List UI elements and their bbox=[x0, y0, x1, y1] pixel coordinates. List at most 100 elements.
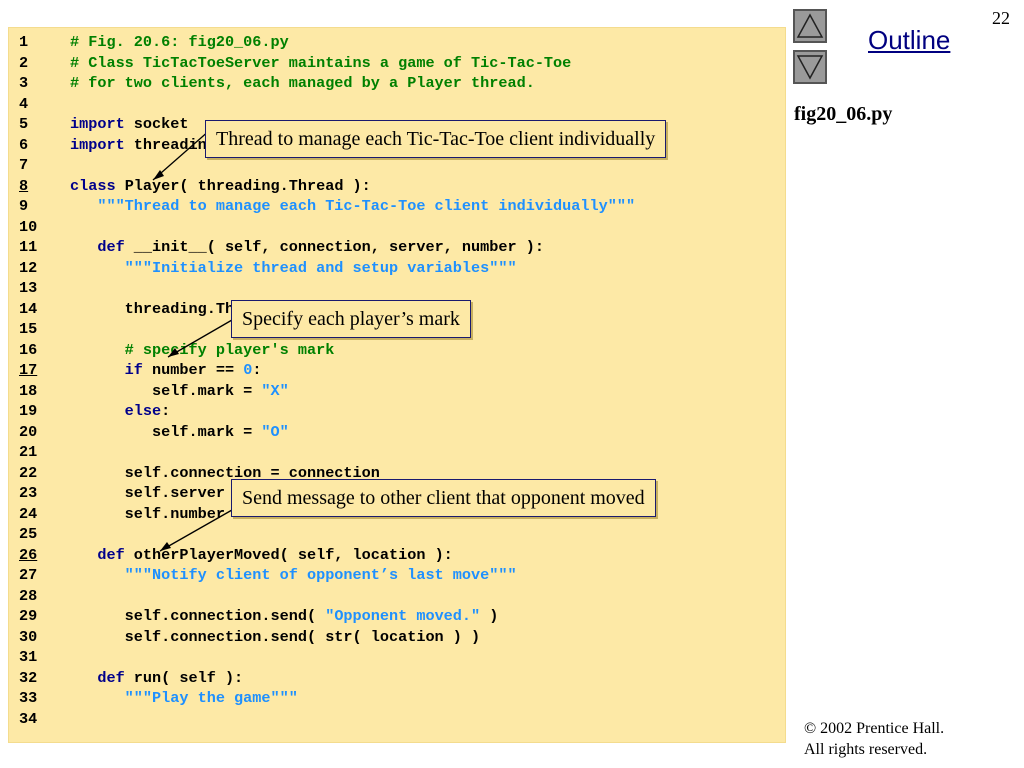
line-number: 28 bbox=[19, 586, 38, 605]
code-token: threading bbox=[124, 135, 216, 154]
code-token: self.connection.send( str( location ) ) bbox=[70, 627, 481, 646]
code-text: self.connection.send( "Opponent moved." … bbox=[70, 606, 499, 626]
line-number: 3 bbox=[19, 74, 29, 92]
line-number: 14 bbox=[19, 299, 38, 318]
code-token: 0 bbox=[243, 361, 253, 379]
next-slide-button[interactable] bbox=[793, 50, 827, 84]
code-token: self.connection.send( bbox=[70, 607, 326, 625]
code-text: if number == 0: bbox=[70, 360, 262, 380]
line-number: 23 bbox=[19, 484, 38, 502]
line-number: 8 bbox=[19, 176, 29, 195]
code-text: # Class TicTacToeServer maintains a game… bbox=[70, 53, 571, 73]
code-token: "O" bbox=[261, 422, 289, 441]
code-token: if bbox=[70, 361, 143, 379]
line-number: 25 bbox=[19, 525, 38, 543]
line-number: 33 bbox=[19, 689, 38, 707]
code-text: # specify player's mark bbox=[70, 340, 335, 360]
line-number: 10 bbox=[19, 217, 38, 236]
code-text: else: bbox=[70, 401, 171, 421]
copyright: © 2002 Prentice Hall. All rights reserve… bbox=[804, 718, 944, 760]
code-token: class bbox=[70, 176, 116, 195]
line-number: 31 bbox=[19, 648, 38, 666]
code-text: """Notify client of opponent’s last move… bbox=[70, 565, 517, 585]
line-number: 1 bbox=[19, 33, 29, 51]
triangle-up-icon bbox=[796, 13, 824, 38]
line-number: 16 bbox=[19, 340, 38, 359]
code-text: import socket bbox=[70, 114, 189, 134]
code-token: import bbox=[70, 135, 125, 154]
line-number: 15 bbox=[19, 320, 38, 338]
code-token: run( self ): bbox=[124, 668, 244, 687]
code-text: import threading bbox=[70, 135, 216, 155]
line-number: 4 bbox=[19, 94, 29, 113]
code-text: self.mark = "X" bbox=[70, 381, 289, 401]
line-number: 11 bbox=[19, 238, 38, 256]
code-text: """Initialize thread and setup variables… bbox=[70, 258, 517, 278]
page-number: 22 bbox=[992, 8, 1010, 28]
code-text: self.mark = "O" bbox=[70, 422, 289, 442]
code-token: number == bbox=[142, 361, 244, 379]
copyright-line-2: All rights reserved. bbox=[804, 741, 928, 758]
code-token: ) bbox=[480, 607, 499, 625]
line-number: 20 bbox=[19, 422, 38, 441]
file-name-label: fig20_06.py bbox=[794, 103, 893, 125]
code-text: def otherPlayerMoved( self, location ): bbox=[70, 545, 453, 565]
line-number: 17 bbox=[19, 361, 38, 379]
line-number: 30 bbox=[19, 627, 38, 646]
code-token: "Opponent moved." bbox=[325, 607, 481, 625]
code-token: self.mark = bbox=[70, 422, 262, 441]
line-number: 32 bbox=[19, 668, 38, 687]
outline-link[interactable]: Outline bbox=[868, 25, 951, 55]
code-text: # for two clients, each managed by a Pla… bbox=[70, 73, 535, 93]
code-token: """Thread to manage each Tic-Tac-Toe cli… bbox=[70, 197, 636, 215]
code-token: "X" bbox=[261, 381, 289, 400]
triangle-down-icon bbox=[796, 55, 824, 80]
code-token: """Play the game""" bbox=[70, 689, 298, 707]
code-token: socket bbox=[124, 115, 189, 133]
code-text: self.connection.send( str( location ) ) bbox=[70, 627, 480, 647]
code-text: class Player( threading.Thread ): bbox=[70, 176, 371, 196]
code-token: otherPlayerMoved( self, location ): bbox=[124, 545, 453, 564]
line-number: 13 bbox=[19, 279, 38, 297]
code-token: __init__( self, connection, server, numb… bbox=[124, 238, 544, 256]
previous-slide-button[interactable] bbox=[793, 9, 827, 43]
code-token: : bbox=[252, 361, 262, 379]
line-number: 18 bbox=[19, 381, 38, 400]
callout-mark: Specify each player’s mark bbox=[231, 300, 471, 338]
code-token: self.connection = connection bbox=[70, 463, 380, 482]
line-number: 2 bbox=[19, 53, 29, 72]
code-text: """Play the game""" bbox=[70, 688, 298, 708]
code-token: # for two clients, each managed by a Pla… bbox=[70, 74, 535, 92]
code-token: Player( threading.Thread ): bbox=[115, 176, 371, 195]
line-number: 34 bbox=[19, 709, 38, 728]
code-text: self.connection = connection bbox=[70, 463, 380, 483]
code-text: def run( self ): bbox=[70, 668, 243, 688]
line-number: 6 bbox=[19, 135, 29, 154]
code-token: # specify player's mark bbox=[70, 340, 335, 359]
code-text: """Thread to manage each Tic-Tac-Toe cli… bbox=[70, 196, 635, 216]
code-token: : bbox=[161, 402, 171, 420]
copyright-line-1: © 2002 Prentice Hall. bbox=[804, 720, 945, 737]
line-number: 27 bbox=[19, 566, 38, 584]
line-number: 12 bbox=[19, 258, 38, 277]
line-number: 7 bbox=[19, 156, 29, 174]
line-number: 5 bbox=[19, 115, 29, 133]
code-text: def __init__( self, connection, server, … bbox=[70, 237, 544, 257]
callout-send: Send message to other client that oppone… bbox=[231, 479, 656, 517]
code-token: def bbox=[70, 238, 125, 256]
code-token: else bbox=[70, 402, 162, 420]
line-number: 29 bbox=[19, 607, 38, 625]
line-number: 21 bbox=[19, 443, 38, 461]
line-number: 9 bbox=[19, 197, 29, 215]
line-number: 26 bbox=[19, 545, 38, 564]
line-number: 22 bbox=[19, 463, 38, 482]
code-token: def bbox=[70, 545, 125, 564]
code-token: # Class TicTacToeServer maintains a game… bbox=[70, 53, 572, 72]
code-token: """Notify client of opponent’s last move… bbox=[70, 566, 517, 584]
code-text: # Fig. 20.6: fig20_06.py bbox=[70, 32, 289, 52]
code-token: """Initialize thread and setup variables… bbox=[70, 258, 517, 277]
code-token: self.mark = bbox=[70, 381, 262, 400]
code-token: def bbox=[70, 668, 125, 687]
callout-thread: Thread to manage each Tic-Tac-Toe client… bbox=[205, 120, 667, 158]
line-number: 19 bbox=[19, 402, 38, 420]
